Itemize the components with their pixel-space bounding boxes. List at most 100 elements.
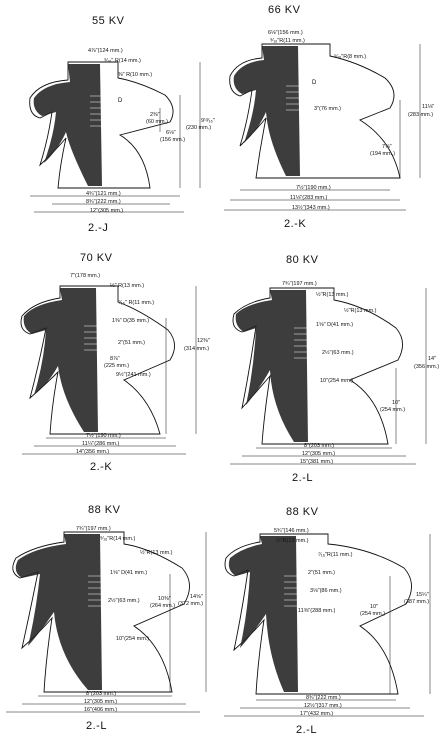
dim-mid-4-mm: (254 mm.) xyxy=(360,611,386,617)
catalog-number: 2.-K xyxy=(90,461,113,473)
dim-diameter: 1⅝" D(41 mm.) xyxy=(110,570,148,576)
dim-radius-2: ½"R(13 mm.) xyxy=(344,308,377,314)
dim-top-width-2: ⁹⁄₁₆"R(11 mm.) xyxy=(270,38,305,44)
insulator-drawing xyxy=(224,533,431,717)
insulator-outline xyxy=(232,287,403,445)
dimension-lines xyxy=(230,288,427,465)
pin-thread xyxy=(294,327,308,359)
dim-radius-2: ⁷⁄₁₆"R(11 mm.) xyxy=(318,552,353,558)
dim-mid-3: 9½"(241 mm.) xyxy=(116,372,151,378)
insulator-drawing xyxy=(29,61,201,213)
dim-height: 14" xyxy=(428,356,437,362)
insulator-panel-66kv: 66 KV 6⅛"(156 mm.) ⁹⁄₁₆"R(11 mm.) xyxy=(220,0,440,248)
dimension-lines xyxy=(224,44,421,211)
catalog-number: 2.-K xyxy=(284,218,307,230)
dim-radius-1: ⁹⁄₁₆" R(14 mm.) xyxy=(104,58,141,64)
dim-radius-2: ⅜" R(10 mm.) xyxy=(118,72,153,78)
insulator-panel-55kv: 55 KV 4⅞"(124 mm.) ⁹⁄₁₆" R( xyxy=(0,0,220,248)
dim-radius-2: ½"R(13 mm.) xyxy=(140,550,173,556)
dim-height-mm: (372 mm.) xyxy=(178,601,204,607)
insulator-section-shading xyxy=(23,288,98,432)
insulator-outline xyxy=(20,285,175,435)
dim-bottom-width-3: 12½"(317 mm.) xyxy=(304,703,342,709)
dim-bottom-width-1: 7½"(190 mm.) xyxy=(86,433,121,439)
dim-mid-2: 6⅛" xyxy=(166,130,176,136)
dim-bottom-width-1: 8"(203 mm.) xyxy=(304,443,335,449)
voltage-label: 88 KV xyxy=(286,506,319,518)
dim-diameter: D xyxy=(118,98,123,104)
voltage-label: 55 KV xyxy=(92,15,125,27)
dimension-lines xyxy=(6,532,207,713)
dim-bottom-width-4: 17"(432 mm.) xyxy=(300,711,334,717)
dim-radius-2: ⁷⁄₁₆" R(11 mm.) xyxy=(118,300,155,306)
dim-bottom-width-1: 8"(203 mm.) xyxy=(86,691,117,697)
dim-bottom-width-2: 11¼"(286 mm.) xyxy=(82,441,120,447)
voltage-label: 88 KV xyxy=(88,504,121,516)
dim-mid-2-mm: (225 mm.) xyxy=(104,363,130,369)
dim-height: 9¹³⁄₁₆" xyxy=(201,118,215,124)
insulator-drawing xyxy=(230,287,427,465)
voltage-label: 80 KV xyxy=(286,254,319,266)
dim-height-mm: (230 mm.) xyxy=(186,125,212,131)
dim-radius-1: ⁵⁄₁₆"R(8 mm.) xyxy=(334,54,367,60)
insulator-section-shading xyxy=(228,536,298,692)
dim-bottom-width-1: 4¾"(121 mm.) xyxy=(86,191,121,197)
insulator-drawing xyxy=(224,43,421,211)
voltage-label: 66 KV xyxy=(268,4,301,16)
dimension-lines xyxy=(224,534,431,717)
dim-height: 11⅛" xyxy=(422,104,435,110)
insulator-outline xyxy=(29,61,174,189)
dim-top-width: 7¾"(197 mm.) xyxy=(76,526,111,532)
dim-mid-1: 2"(51 mm.) xyxy=(118,340,146,346)
dimension-lines xyxy=(30,62,201,213)
dim-height: 14⅝" xyxy=(190,594,203,600)
insulator-panel-88kv-b: 88 KV 5¾"(146 mm.) ½"R(13 mm.) ⁷ xyxy=(220,496,440,744)
dim-mid-1-mm: (60 mm.) xyxy=(146,119,168,125)
dim-mid-2-mm: (194 mm.) xyxy=(370,151,396,157)
voltage-label: 70 KV xyxy=(80,252,113,264)
dim-bottom-width-3: 16"(406 mm.) xyxy=(84,707,118,713)
dim-bottom-width-3: 14"(356 mm.) xyxy=(76,449,110,455)
insulator-drawing xyxy=(6,531,207,713)
dim-bottom-width-2: 11⅛"(283 mm.) xyxy=(290,195,328,201)
insulator-section-shading xyxy=(235,290,308,442)
pin-thread xyxy=(88,575,102,607)
dim-bottom-width-1: 7½"(190 mm.) xyxy=(296,185,331,191)
dim-mid-2: 3⅛"(86 mm.) xyxy=(310,588,342,594)
dim-bottom-width-3: 15"(381 mm.) xyxy=(300,459,334,465)
catalog-number: 2.-J xyxy=(88,222,109,234)
catalog-number: 2.-L xyxy=(292,472,313,484)
dim-mid-3: 10⅜" xyxy=(158,596,171,602)
dim-diameter: 1⅜" D(35 mm.) xyxy=(112,318,150,324)
dim-mid-2: 10"(254 mm.) xyxy=(116,636,150,642)
catalog-number: 2.-L xyxy=(296,724,317,736)
dim-mid-2: 8⅞" xyxy=(110,356,120,362)
dim-mid-2: 10"(254 mm.) xyxy=(320,378,354,384)
insulator-panel-88kv-a: 88 KV 7¾"(197 mm.) ⁹⁄₁₆"R(14 mm.) xyxy=(0,496,220,744)
dim-height-mm: (283 mm.) xyxy=(408,112,434,118)
dim-bottom-width-2: 12"(305 mm.) xyxy=(302,451,336,457)
dim-mid-1: 2½"(63 mm.) xyxy=(108,598,140,604)
dim-height: 12⅜" xyxy=(197,338,210,344)
dim-diameter: 1⅝" D(41 mm.) xyxy=(316,322,354,328)
dim-top-width: 4⅞"(124 mm.) xyxy=(88,48,123,54)
dim-mid-3: 11⅜"(288 mm.) xyxy=(298,608,336,614)
dim-bottom-width-2: 8¾"(222 mm.) xyxy=(306,695,341,701)
dim-radius-1: ⁹⁄₁₆"R(14 mm.) xyxy=(100,536,136,542)
dim-mid-1: 2½"(63 mm.) xyxy=(322,350,354,356)
dim-diameter: D xyxy=(312,80,317,86)
insulator-outline xyxy=(12,531,190,693)
dim-height-mm: (387 mm.) xyxy=(404,599,430,605)
dim-bottom-width-3: 13½"(343 mm.) xyxy=(292,205,330,211)
dim-bottom-width-3: 12"(305 mm.) xyxy=(90,208,124,214)
dim-mid-1: 2"(51 mm.) xyxy=(308,570,336,576)
pin-thread xyxy=(90,95,104,127)
insulator-section-shading xyxy=(33,64,102,186)
dim-mid-2-mm: (156 mm.) xyxy=(160,137,186,143)
dim-mid-3-mm: (264 mm.) xyxy=(150,603,176,609)
dim-radius-1: ½" R(13 mm.) xyxy=(110,283,145,289)
dim-height-mm: (314 mm.) xyxy=(184,346,210,352)
dim-bottom-width-2: 8¾"(222 mm.) xyxy=(86,199,121,205)
pin-thread xyxy=(284,575,298,607)
